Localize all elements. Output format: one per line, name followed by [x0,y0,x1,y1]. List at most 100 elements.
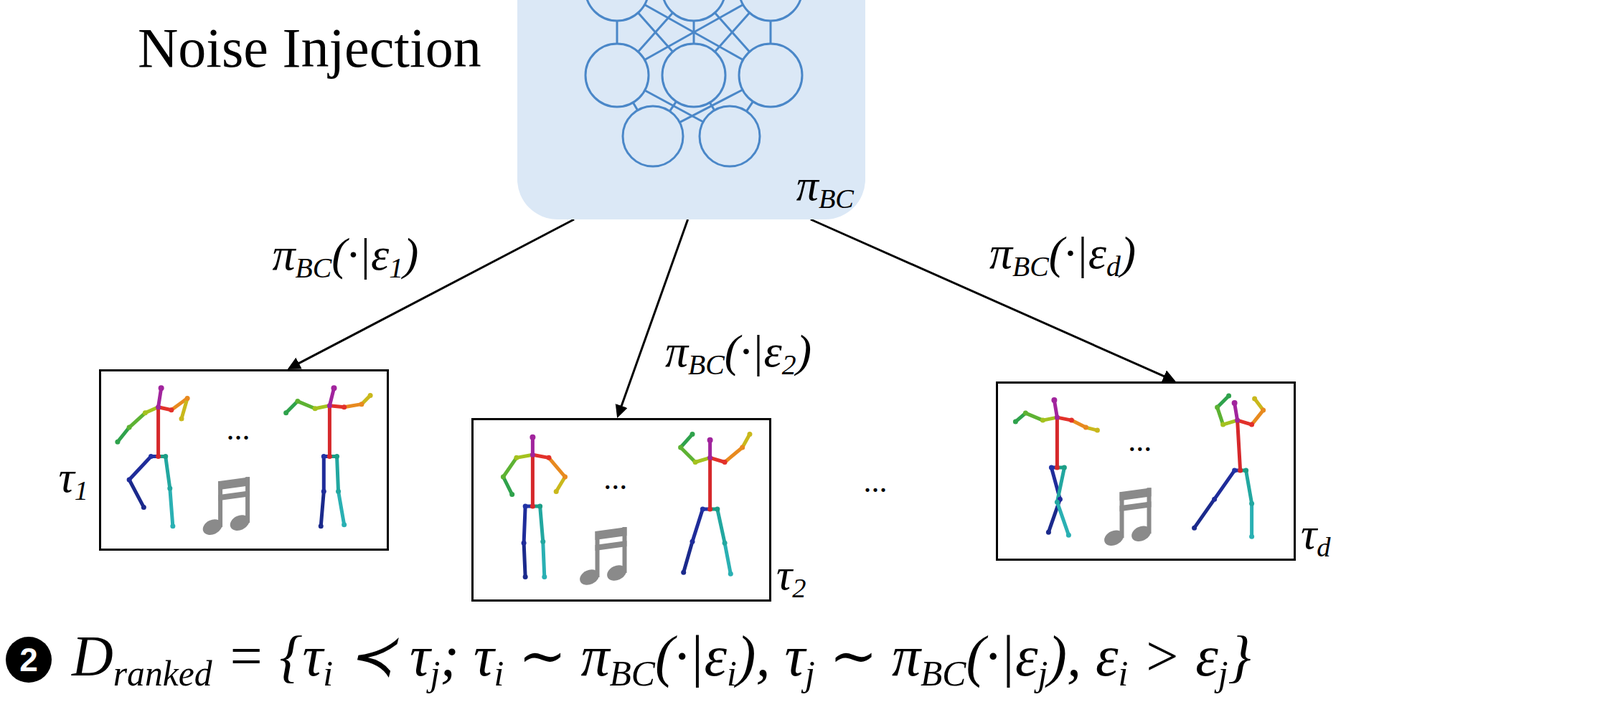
skeleton-joint [537,504,543,510]
skeleton-joint [168,407,174,413]
skeleton-bone [165,457,171,490]
skeleton-joint [693,459,699,465]
music-note-icon [577,527,630,589]
network-neuron [699,106,760,167]
music-note-icon [1102,487,1154,549]
skeleton-joint [541,574,547,580]
arrow-connector [619,219,688,411]
skeleton-joint [1214,405,1220,411]
skeleton-joint [1066,533,1072,539]
skeleton-joint [1237,468,1243,474]
skeleton-joint [341,522,347,528]
ellipsis: ... [226,411,251,449]
subscript: 1 [388,252,404,285]
skeleton-bone [1217,407,1224,425]
skeleton-joint [690,539,696,545]
note-beam [218,477,250,491]
skeleton-joint [722,459,728,465]
skeleton-bone [1056,467,1065,503]
skeleton-joint [126,477,133,483]
dancer-skeleton [500,434,568,580]
edge-label: πBC(·|ε2) [665,326,812,382]
skeleton-bone [129,480,144,508]
skeleton-joint [540,539,546,545]
skeleton-joint [1054,415,1060,421]
note-head [1129,523,1154,545]
skeleton-joint [318,523,324,529]
note-head [1102,527,1127,549]
trajectory-box: τ2... [471,418,772,602]
skeleton-joint [142,410,148,416]
skeleton-joint [1231,468,1237,474]
skeleton-joint [294,398,300,404]
skeleton-bone [170,488,173,527]
ellipsis: ... [863,464,888,501]
skeleton-joint [327,454,333,460]
network-link [616,20,619,44]
network-link [746,101,753,112]
skeleton-joint [1243,468,1249,474]
skeleton-bone [556,477,565,493]
skeleton-joint [335,489,341,495]
skeleton-joint [1054,465,1060,471]
note-head [227,512,252,534]
subscript: 2 [782,349,797,381]
trajectory-box: τd... [995,381,1296,562]
dancer-skeleton [1191,393,1266,540]
skeleton-joint [1249,534,1255,540]
network-neuron [739,43,803,107]
note-beam [218,490,250,501]
subscript: i [1118,653,1129,694]
trajectory-label: τ2 [776,550,806,604]
skeleton-joint [155,404,161,410]
skeleton-joint [690,431,696,437]
dance-illustration [998,383,1294,559]
skeleton-bone [548,457,566,478]
note-beam [595,527,628,541]
skeleton-joint [148,454,154,460]
skeleton-bone [724,543,731,574]
skeleton-bone [129,457,151,480]
skeleton-joint [114,439,120,445]
policy-label: πBC [796,160,854,214]
skeleton-bone [523,506,526,544]
skeleton-joint [283,410,289,416]
skeleton-joint [714,507,720,513]
subscript: j [1218,653,1229,694]
skeleton-joint [1220,422,1226,428]
skeleton-bone [344,404,362,408]
skeleton-joint [562,474,568,480]
skeleton-bone [530,454,535,507]
skeleton-joint [500,474,506,480]
skeleton-joint [553,489,559,495]
skeleton-joint [1226,393,1232,399]
skeleton-joint [1040,418,1046,424]
skeleton-joint [678,445,684,451]
skeleton-joint [700,507,706,513]
skeleton-joint [179,416,185,422]
dance-illustration [473,420,770,600]
skeleton-joint [341,404,347,410]
skeleton-joint [1048,465,1054,471]
skeleton-bone [129,413,145,428]
note-beam [1120,501,1152,512]
skeleton-head [1051,397,1057,404]
skeleton-bone [1246,470,1253,504]
network-neuron [585,43,649,107]
skeleton-joint [1083,425,1089,431]
skeleton-bone [683,541,693,573]
network-link [714,12,750,52]
skeleton-joint [1234,418,1240,424]
skeleton-head [330,385,337,392]
skeleton-joint [1094,428,1100,434]
skeleton-joint [1069,418,1075,424]
subscript: BC [920,653,966,694]
subscript: BC [1012,251,1049,283]
trajectory-box: τ1... [99,369,389,552]
skeleton-bone [156,407,160,458]
skeleton-joint [513,455,519,461]
skeleton-joint [722,540,728,547]
subscript: j [805,653,816,694]
skeleton-joint [358,401,364,407]
